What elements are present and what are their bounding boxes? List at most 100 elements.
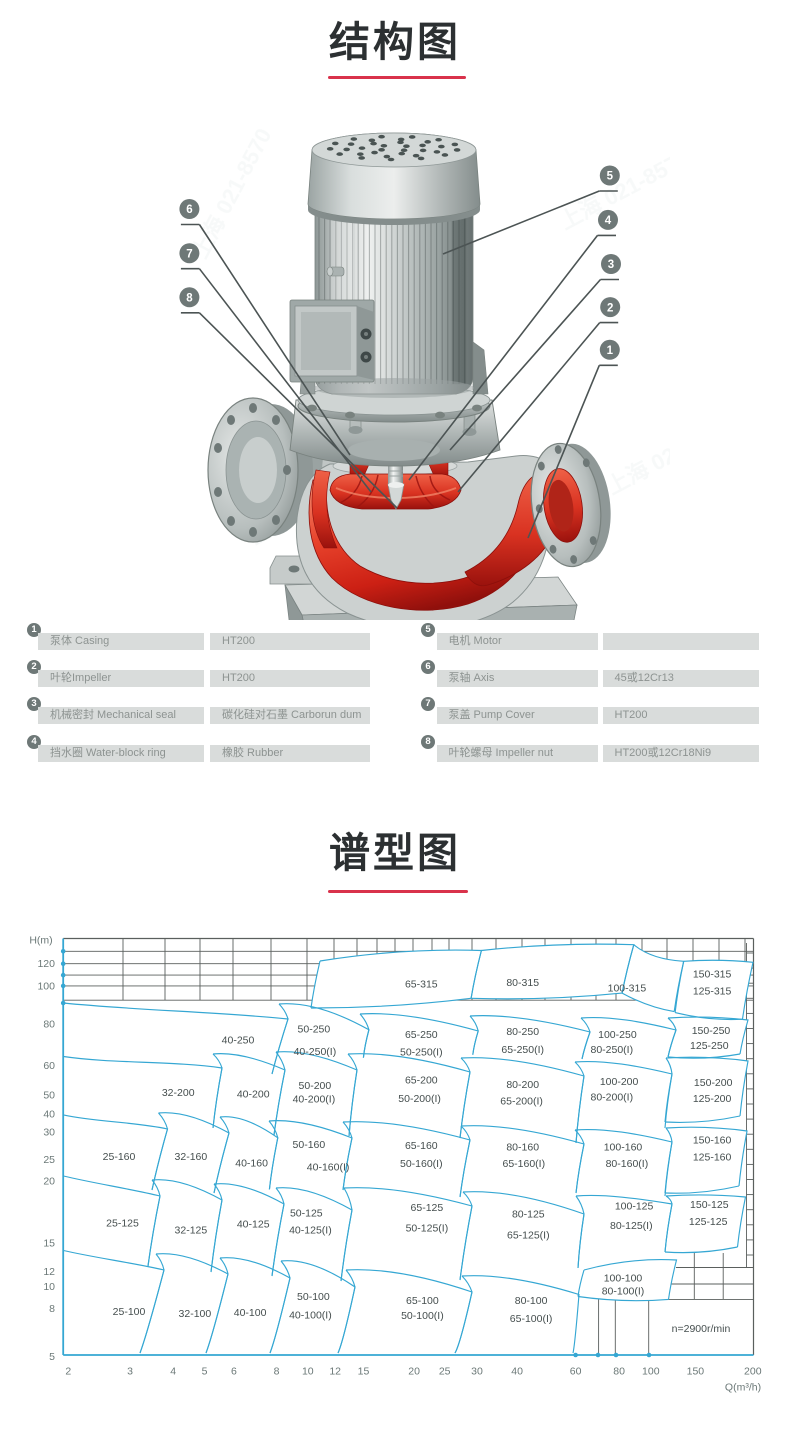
x-tick-label: 2 (65, 1366, 71, 1378)
axis-dot (613, 1352, 619, 1358)
region-left-edge (577, 1269, 585, 1297)
part-material-cell: 45或12Cr13 (602, 670, 759, 687)
shape (451, 142, 459, 147)
region-label: 100-315 (608, 983, 647, 995)
region-label: 100-250 (598, 1029, 637, 1041)
region-notch (575, 1195, 585, 1215)
callout-4: 4 (408, 209, 618, 481)
region-label: 40-250 (222, 1035, 255, 1047)
row-number-badge: 2 (27, 660, 41, 674)
region-notch (345, 1269, 356, 1288)
part-name-cell: 电机 Motor (436, 633, 598, 650)
region-outline (63, 1249, 165, 1354)
region-label: 80-100(I) (602, 1286, 645, 1298)
shape (378, 148, 385, 152)
y-tick-label: 50 (43, 1090, 55, 1102)
part-material-cell (602, 633, 759, 650)
x-tick-label: 30 (471, 1366, 483, 1378)
region-label: 80-200 (506, 1079, 539, 1091)
region-label: 100-160 (604, 1141, 643, 1153)
region-notch (219, 1257, 229, 1275)
x-tick-label: 200 (744, 1366, 762, 1378)
axis-dot (364, 332, 368, 336)
y-tick-label: 25 (43, 1154, 55, 1166)
x-tick-label: 5 (202, 1366, 208, 1378)
region-notch (665, 1195, 673, 1205)
x-axis-label: Q(m³/h) (725, 1382, 761, 1394)
suction-flange (207, 397, 313, 543)
shape (326, 266, 334, 277)
chart-axes (60, 938, 754, 1358)
shape (412, 153, 420, 158)
shape (347, 142, 355, 146)
callout-circle (600, 297, 621, 318)
shape (368, 138, 376, 143)
x-tick-label: 8 (274, 1366, 280, 1378)
region-left-edge (459, 1139, 471, 1198)
shape (408, 135, 416, 139)
part-name-cell: 叶轮Impeller (38, 670, 204, 687)
y-tick-label: 10 (43, 1281, 55, 1293)
shape (227, 516, 235, 526)
callout-number: 2 (607, 302, 613, 314)
shape (433, 150, 441, 154)
table-row: 8 叶轮螺母 Impeller nut HT200或12Cr18Ni9 (0, 734, 790, 762)
shape (357, 306, 374, 380)
shape (438, 144, 445, 149)
part-name-cell: 挡水圈 Water-block ring (38, 744, 204, 762)
row-number-badge: 3 (27, 697, 41, 711)
region-label: 65-250 (405, 1029, 438, 1041)
region-label: 65-200 (405, 1075, 438, 1087)
shape (358, 156, 365, 160)
region-label: 65-200(I) (500, 1096, 543, 1108)
shape (370, 141, 377, 146)
region-label: 150-315 (693, 969, 732, 981)
x-tick-label: 15 (358, 1366, 370, 1378)
region-notch (280, 1260, 291, 1279)
part-name-cell: 泵轴 Axis (436, 670, 598, 687)
region-fill (675, 960, 753, 1020)
callout-5: 5 (442, 165, 620, 255)
region-fill (668, 1017, 748, 1059)
shape (214, 443, 222, 453)
shape (314, 378, 474, 398)
region-label: 40-250(I) (294, 1046, 337, 1058)
region-label: 50-250 (298, 1024, 331, 1036)
spectrum-title: 谱型图 (329, 829, 461, 877)
callout-6: 6 (179, 199, 351, 456)
region-notch (278, 1003, 289, 1020)
y-tick-label: 5 (49, 1351, 55, 1363)
region-notch (574, 1061, 585, 1077)
x-tick-label: 20 (408, 1366, 420, 1378)
region-fill (311, 950, 482, 1009)
shape (249, 527, 257, 537)
callout-circle (599, 165, 620, 186)
grid-line (442, 190, 600, 255)
row-number-badge: 6 (421, 660, 435, 674)
region-label: 125-250 (690, 1040, 729, 1052)
region-label: 150-250 (692, 1025, 731, 1037)
region-outline (268, 1120, 353, 1191)
x-tick-label: 6 (231, 1366, 237, 1378)
callout-circle (179, 199, 200, 219)
chart-region-fills (311, 944, 753, 1301)
table-row: 2 叶轮Impeller HT200 (0, 660, 395, 687)
callout-circle (179, 243, 200, 264)
region-label: 150-200 (694, 1077, 733, 1089)
shape (451, 205, 467, 385)
region-left-edge (674, 961, 685, 1013)
region-left-edge (205, 1273, 229, 1354)
part-material-cell: HT200或12Cr18Ni9 (602, 744, 759, 762)
grid-line (408, 234, 599, 481)
shape (424, 140, 431, 144)
table-row: 4 挡水圈 Water-block ring 橡胶 Rubber (0, 734, 395, 762)
shape (272, 515, 280, 525)
shape (397, 140, 404, 145)
shape (326, 134, 461, 162)
region-label: 80-160(I) (606, 1158, 649, 1170)
axis-dot (646, 1352, 652, 1358)
